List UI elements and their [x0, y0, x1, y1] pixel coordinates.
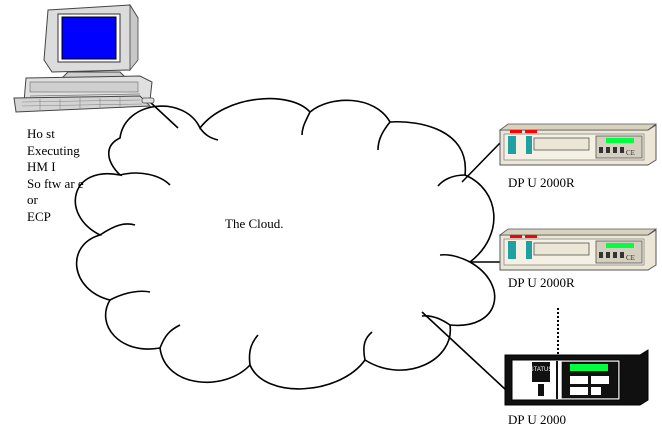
red-indicator	[510, 130, 522, 133]
dpu-2000-label: DP U 2000	[508, 412, 567, 427]
link-dpu3	[421, 311, 507, 391]
host-label-line: or	[27, 192, 38, 207]
cloud-label: The Cloud.	[225, 216, 284, 231]
mouse-icon	[141, 97, 155, 104]
link-dpu1	[461, 142, 501, 183]
host-label-line: Executing	[27, 142, 80, 158]
red-indicator	[525, 130, 537, 133]
dpu-2000-device: STATUS	[504, 349, 649, 406]
link-host	[149, 101, 179, 129]
monitor-screen	[61, 16, 117, 60]
dpu-2000r-device-1: CE	[498, 123, 658, 166]
host-computer-icon	[13, 3, 155, 113]
dpu-2000r-device-2: CE	[498, 228, 658, 271]
green-display	[606, 138, 634, 143]
host-label-line: ECP	[27, 208, 51, 224]
status-text: STATUS	[530, 367, 553, 373]
host-label-line: HM I	[27, 159, 56, 174]
svg-text:CE: CE	[626, 254, 635, 262]
dpu-2000r-label-1: DP U 2000R	[508, 175, 575, 190]
cloud-shape	[74, 97, 496, 390]
connection-lines	[149, 101, 559, 391]
red-indicator	[510, 235, 522, 238]
green-display	[570, 364, 608, 371]
host-label-line: Ho st	[27, 126, 55, 141]
host-label-line: So ftw ar e	[27, 175, 84, 191]
svg-text:CE: CE	[626, 149, 635, 157]
red-indicator	[525, 235, 537, 238]
green-display	[606, 243, 634, 248]
dpu-2000r-label-2: DP U 2000R	[508, 275, 575, 290]
host-label: Ho st Executing HM I So ftw ar e or ECP	[27, 126, 84, 225]
